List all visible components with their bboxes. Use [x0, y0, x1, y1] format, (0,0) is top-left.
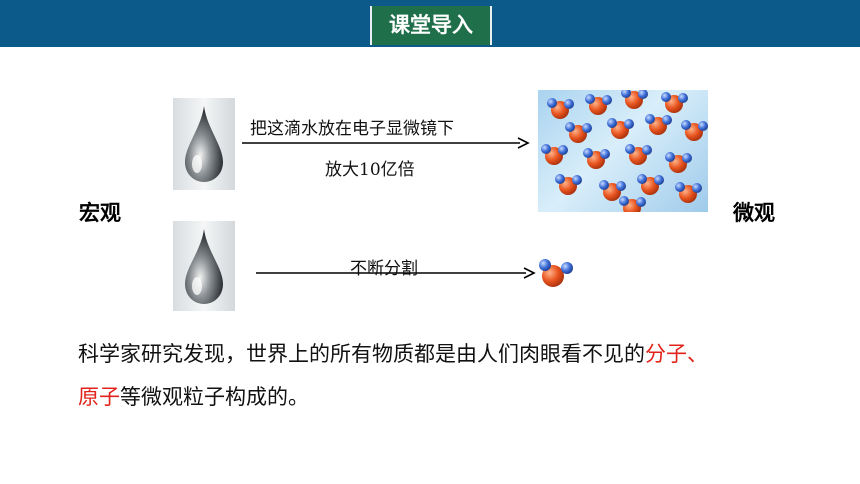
split-arrow [256, 267, 536, 279]
arrow-label-top: 把这滴水放在电子显微镜下 [250, 119, 454, 139]
magnify-arrow [242, 137, 530, 149]
macro-label: 宏观 [79, 201, 121, 225]
section-title: 课堂导入 [370, 6, 492, 45]
water-molecules-image [538, 90, 708, 212]
paragraph-text-end: 等微观粒子构成的。 [120, 385, 309, 409]
highlight-molecule: 分子、 [645, 342, 708, 366]
water-molecule-icon [539, 259, 573, 287]
arrow-label-magnification: 放大10亿倍 [325, 160, 415, 180]
highlight-atom: 原子 [78, 385, 120, 409]
water-drop-icon [173, 221, 235, 311]
arrow-label-split: 不断分割 [350, 259, 418, 279]
intro-paragraph: 科学家研究发现，世界上的所有物质都是由人们肉眼看不见的分子、原子等微观粒子构成的… [78, 333, 848, 419]
water-drop-icon [173, 98, 235, 190]
paragraph-text: 科学家研究发现，世界上的所有物质都是由人们肉眼看不见的 [78, 342, 645, 366]
micro-label: 微观 [733, 201, 775, 225]
